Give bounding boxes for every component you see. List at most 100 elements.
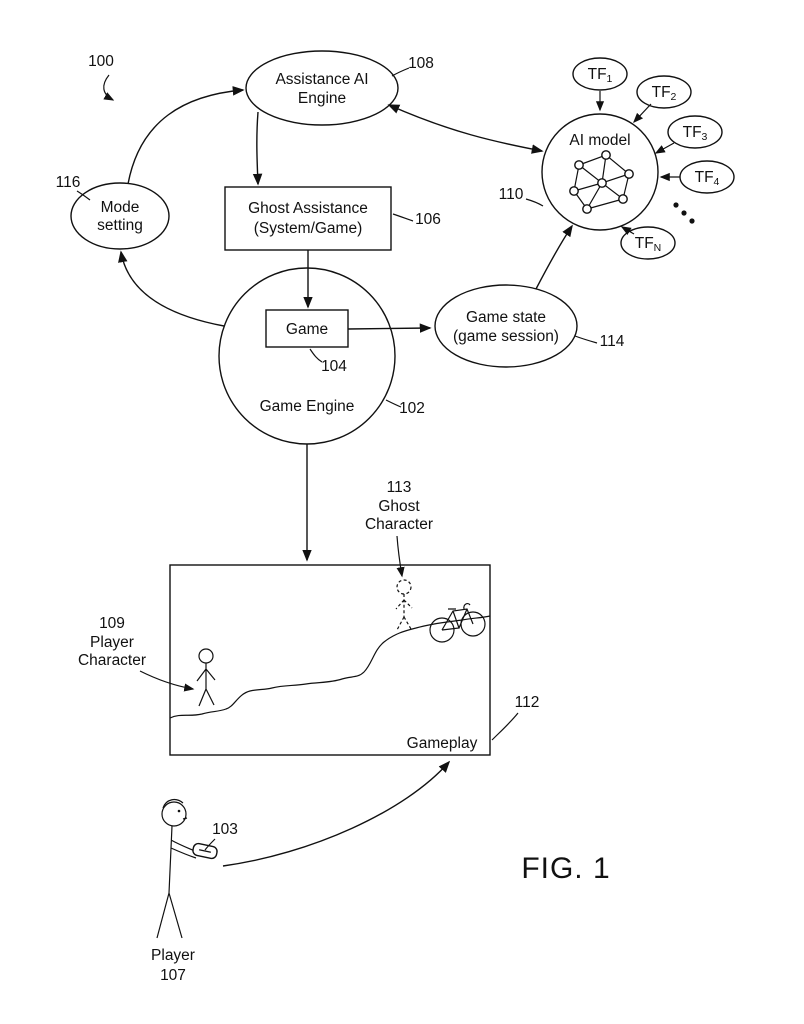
ghost-assistance-label-line2: (System/Game): [254, 220, 363, 237]
arrow-game-state-to-ai-model: [535, 224, 573, 290]
mode-setting-node: Mode setting 116: [56, 174, 170, 250]
tf-node-3: TF3: [654, 115, 723, 154]
ghost-character-figure: [395, 579, 413, 631]
bicycle-rear-wheel: [429, 617, 455, 643]
tf1-base: TF: [588, 66, 607, 83]
ref-116-leader: [76, 190, 91, 201]
bicycle-frame: [441, 603, 474, 631]
arrow-assistance-engine-to-ghost-assistance: [252, 111, 263, 186]
arrow-game-to-game-state: [347, 323, 432, 333]
tf-nodes: TF1 TF2 TF3 TF4 TFN: [572, 57, 735, 260]
game-state-ellipse: [434, 284, 578, 368]
assistance-ai-engine-node: Assistance AI Engine 108: [245, 50, 434, 126]
ghost-character-label-line1: Ghost: [378, 498, 420, 515]
tf-ellipsis-dots: [673, 202, 695, 224]
tf-node-4: TF4: [659, 160, 735, 194]
tf1-ellipse: [572, 57, 628, 91]
tf2-label: TF2: [652, 84, 677, 103]
ref-112-leader: [491, 712, 519, 741]
ref-109-label: 109: [99, 615, 125, 632]
network-node: [618, 194, 628, 204]
ref-114-leader: [574, 335, 598, 344]
network-node: [624, 169, 634, 179]
tfn-label: TFN: [635, 235, 662, 254]
player-character-figure: [196, 648, 216, 707]
network-node: [582, 204, 592, 214]
ghost-character-arrow: [396, 535, 405, 578]
tfn-sub: N: [654, 242, 662, 254]
tfn-arrow: [620, 226, 635, 235]
ref-113-label: 113: [387, 479, 412, 496]
ref-108-label: 108: [408, 55, 434, 72]
network-node: [574, 160, 584, 170]
tf-node-1: TF1: [572, 57, 628, 112]
network-node: [597, 178, 607, 188]
ellipsis-dot: [681, 210, 687, 216]
ellipsis-dot: [689, 218, 695, 224]
tf1-label: TF1: [588, 66, 613, 85]
ref-110-label: 110: [499, 186, 524, 203]
neural-network-nodes: [569, 150, 634, 214]
player-body: [156, 825, 198, 939]
player-character-body: [196, 663, 216, 707]
tf-node-n: TFN: [620, 226, 676, 260]
tf2-sub: 2: [671, 91, 677, 103]
arrow-mode-setting-to-assistance-engine: [127, 86, 245, 185]
game-engine-label: Game Engine: [260, 398, 355, 415]
mode-setting-label-line2: setting: [97, 217, 143, 234]
arrow-assistance-engine-ai-model-bidirectional: [387, 104, 544, 154]
player-character-label-line1: Player: [90, 634, 134, 651]
tf3-label: TF3: [683, 124, 708, 143]
game-state-label-line2: (game session): [453, 328, 559, 345]
assistance-ai-engine-label-line2: Engine: [298, 90, 346, 107]
game-state-label-line1: Game state: [466, 309, 546, 326]
tf4-base: TF: [695, 169, 714, 186]
player-eye: [177, 809, 181, 813]
controller-detail: [199, 849, 211, 853]
ref-110-leader: [525, 198, 544, 207]
gameplay-screen: Gameplay 112: [169, 564, 539, 756]
gameplay-label: Gameplay: [407, 735, 478, 752]
ref-106-leader: [392, 213, 414, 222]
mode-setting-ellipse: [70, 182, 170, 250]
network-node: [569, 186, 579, 196]
ref-103-leader: [204, 838, 216, 851]
tf2-base: TF: [652, 84, 671, 101]
arrow-player-to-gameplay: [222, 760, 451, 867]
ref-103-label: 103: [212, 821, 238, 838]
tf3-ellipse: [667, 115, 723, 149]
tf1-sub: 1: [607, 73, 613, 85]
tf3-arrow: [654, 142, 675, 154]
tfn-ellipse: [620, 226, 676, 260]
network-node: [601, 150, 611, 160]
ghost-character-label-line2: Character: [365, 516, 433, 533]
ref-116-label: 116: [56, 174, 81, 191]
game-engine-node: Game 104 Game Engine 102: [218, 267, 425, 445]
flow-arrows: [118, 86, 573, 867]
bicycle: [429, 603, 486, 643]
tf2-ellipse: [636, 75, 692, 109]
ghost-character-body: [395, 594, 413, 631]
game-controller: [192, 842, 218, 860]
player-mouth: [182, 817, 188, 820]
player-head: [161, 801, 187, 827]
player-character-callout: 109 Player Character: [78, 615, 195, 692]
player-character-label-line2: Character: [78, 652, 146, 669]
ai-model-node: AI model 110: [499, 113, 659, 231]
ref-106-label: 106: [415, 211, 441, 228]
player-hair: [162, 798, 184, 809]
ai-model-circle: [541, 113, 659, 231]
tf3-sub: 3: [702, 131, 708, 143]
tf-node-2: TF2: [633, 75, 692, 124]
ghost-assistance-node: Ghost Assistance (System/Game) 106: [224, 186, 441, 251]
gameplay-rect: [169, 564, 491, 756]
tf4-sub: 4: [714, 176, 720, 188]
tfn-base: TF: [635, 235, 654, 252]
player-character-arrow: [139, 670, 195, 692]
ref-102-label: 102: [399, 400, 425, 417]
assistance-ai-engine-label-line1: Assistance AI: [275, 71, 368, 88]
terrain-line: [169, 615, 491, 719]
ref-104-label: 104: [321, 358, 347, 375]
